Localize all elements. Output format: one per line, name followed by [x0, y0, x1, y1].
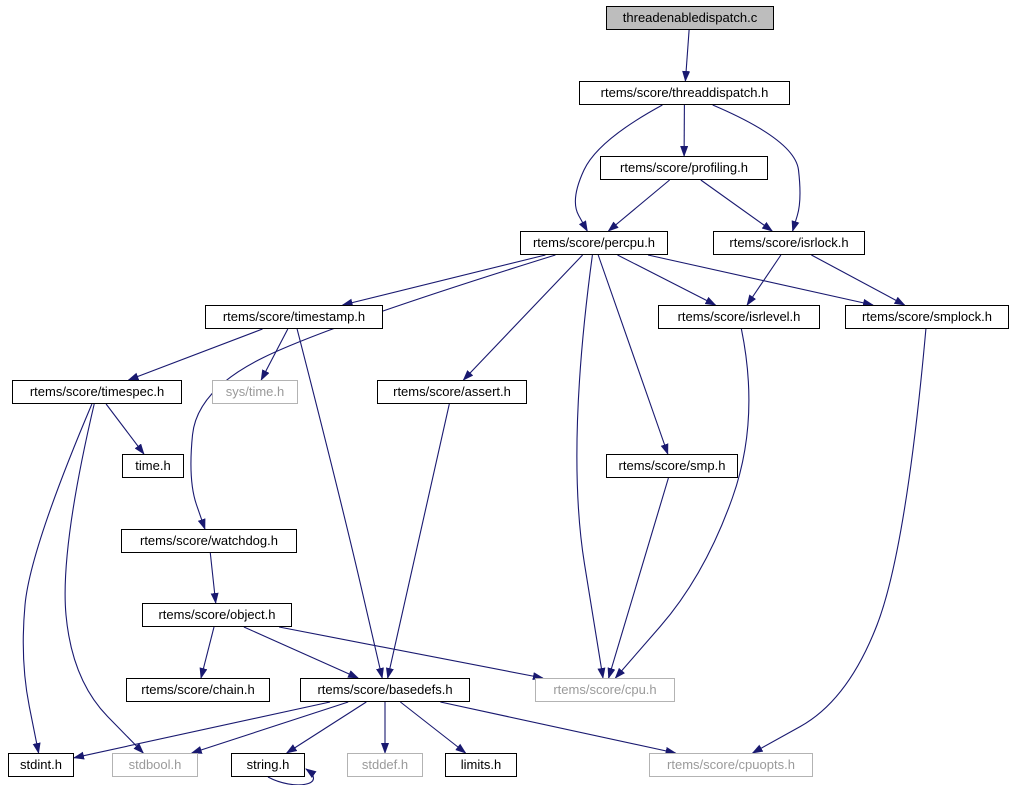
graph-edge-profiling-isrlock: [700, 179, 774, 232]
graph-edge-smplock-cpuopts: [751, 328, 927, 754]
graph-node-isrlevel[interactable]: rtems/score/isrlevel.h: [658, 305, 820, 329]
graph-node-systime: sys/time.h: [212, 380, 298, 404]
graph-edge-timespec-stdint: [22, 403, 93, 754]
graph-edge-basedefs-cpuopts: [440, 701, 677, 755]
graph-node-timestamp[interactable]: rtems/score/timestamp.h: [205, 305, 383, 329]
graph-node-smp[interactable]: rtems/score/smp.h: [606, 454, 738, 478]
graph-node-basedefs[interactable]: rtems/score/basedefs.h: [300, 678, 470, 702]
graph-node-timespec[interactable]: rtems/score/timespec.h: [12, 380, 182, 404]
graph-edge-timespec-stdbool: [64, 403, 144, 754]
graph-node-cpuopts: rtems/score/cpuopts.h: [649, 753, 813, 777]
graph-node-cpu: rtems/score/cpu.h: [535, 678, 675, 702]
graph-edge-timestamp-basedefs: [296, 328, 384, 679]
graph-edge-percpu-smplock: [647, 254, 874, 307]
graph-edge-watchdog-object: [209, 552, 219, 604]
graph-edge-threaddispatch-percpu: [574, 104, 663, 232]
graph-node-root: threadenabledispatch.c: [606, 6, 774, 30]
graph-edge-threaddispatch-isrlock: [712, 104, 801, 232]
graph-edge-percpu-assert: [462, 254, 583, 381]
graph-edge-assert-basedefs: [385, 403, 450, 679]
graph-edge-object-cpu: [278, 626, 544, 681]
graph-edge-basedefs-limits: [400, 701, 467, 754]
graph-edge-object-chain: [199, 626, 215, 679]
graph-node-profiling[interactable]: rtems/score/profiling.h: [600, 156, 768, 180]
graph-edge-string-string: [267, 768, 317, 785]
graph-edge-smp-cpu: [607, 477, 669, 679]
graph-edge-basedefs-string: [285, 701, 367, 754]
graph-edge-object-basedefs: [243, 626, 360, 679]
graph-node-percpu[interactable]: rtems/score/percpu.h: [520, 231, 668, 255]
graph-edge-timespec-time: [105, 403, 145, 455]
graph-node-chain[interactable]: rtems/score/chain.h: [126, 678, 270, 702]
graph-node-stdint[interactable]: stdint.h: [8, 753, 74, 777]
graph-edge-profiling-percpu: [607, 179, 670, 232]
graph-node-stdbool: stdbool.h: [112, 753, 198, 777]
graph-node-smplock[interactable]: rtems/score/smplock.h: [845, 305, 1009, 329]
graph-node-threaddispatch[interactable]: rtems/score/threaddispatch.h: [579, 81, 790, 105]
graph-edge-isrlevel-cpu: [614, 328, 750, 679]
graph-edge-basedefs-stdbool: [190, 701, 349, 754]
graph-edge-timestamp-timespec: [127, 328, 263, 381]
graph-edge-timestamp-systime: [260, 328, 289, 381]
graph-node-stddef: stddef.h: [347, 753, 423, 777]
graph-node-object[interactable]: rtems/score/object.h: [142, 603, 292, 627]
graph-edge-percpu-cpu: [576, 254, 606, 679]
graph-node-time[interactable]: time.h: [122, 454, 184, 478]
graph-node-assert[interactable]: rtems/score/assert.h: [377, 380, 527, 404]
graph-edge-isrlock-isrlevel: [746, 254, 782, 306]
graph-edge-percpu-smp: [597, 254, 669, 455]
graph-node-string[interactable]: string.h: [231, 753, 305, 777]
graph-edge-basedefs-stdint: [73, 701, 331, 760]
graph-edge-percpu-timestamp: [341, 254, 546, 307]
graph-edge-root-threaddispatch: [682, 29, 691, 82]
graph-edge-percpu-isrlevel: [617, 254, 717, 306]
graph-node-watchdog[interactable]: rtems/score/watchdog.h: [121, 529, 297, 553]
graph-node-isrlock[interactable]: rtems/score/isrlock.h: [713, 231, 865, 255]
graph-node-limits[interactable]: limits.h: [445, 753, 517, 777]
graph-edge-percpu-watchdog: [190, 254, 556, 530]
graph-edge-isrlock-smplock: [811, 254, 906, 306]
